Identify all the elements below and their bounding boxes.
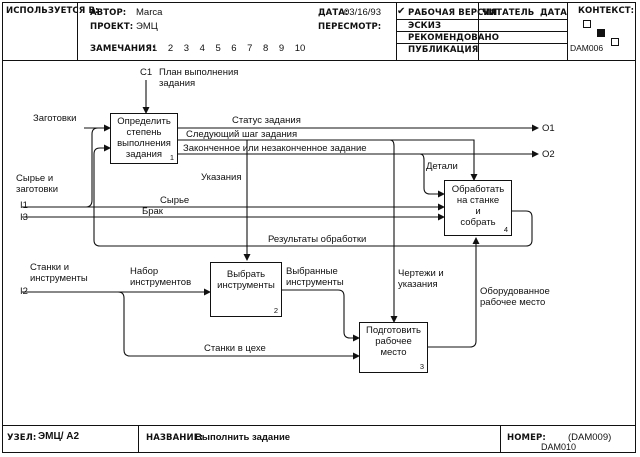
notes-label: ЗАМЕЧАНИЯ: — [90, 44, 156, 54]
raw-label: Сырье — [160, 195, 190, 206]
next-step-label: Следующий шаг задания — [186, 129, 298, 140]
machines-label: инструменты — [30, 273, 88, 284]
arrow-next-step — [178, 139, 478, 181]
check-mark-icon: ✔ — [397, 6, 406, 17]
activity-box-1[interactable]: Определить степень выполнения задания 1 — [110, 113, 178, 164]
footer-top-line — [2, 425, 636, 426]
number-value: (DAM009) — [568, 432, 612, 443]
activity-box-1-line: степень — [126, 127, 162, 138]
reader-date-label: ДАТА — [540, 8, 567, 18]
activity-box-1-number: 1 — [169, 153, 174, 162]
status-row-line — [396, 19, 567, 20]
selected-tools-label: инструменты — [286, 277, 344, 288]
arrow-results — [93, 144, 533, 247]
drawings-label: Чертежи и — [398, 268, 444, 279]
context-label: КОНТЕКСТ: — [578, 6, 635, 16]
arrow-equipped — [428, 237, 480, 348]
activity-box-2[interactable]: Выбрать инструменты 2 — [210, 262, 282, 317]
arrow-details — [419, 153, 445, 198]
activity-box-3-line: Подготовить — [366, 325, 421, 336]
raw-blanks-label: Сырье и — [16, 173, 54, 184]
arrow-shop-machines — [117, 291, 360, 360]
notes-list: 1 2 3 4 5 6 7 8 9 10 — [152, 43, 306, 54]
equipped-label: Оборудованное — [480, 286, 550, 297]
number-sub: DAM010 — [541, 442, 577, 452]
footer-divider — [500, 425, 501, 453]
activity-box-3[interactable]: Подготовить рабочее место 3 — [359, 322, 428, 373]
date-value: 03/16/93 — [344, 7, 381, 18]
context-node-icon — [583, 20, 591, 28]
i1-code: I1 — [20, 200, 28, 211]
status-label: Статус задания — [232, 115, 301, 126]
status-row-line — [396, 43, 567, 44]
selected-tools-label: Выбранные — [286, 266, 338, 277]
arrow-selected-tools — [282, 289, 360, 342]
author-label: АВТОР: — [90, 8, 127, 18]
o1-code: O1 — [542, 123, 555, 134]
activity-box-4-line: и — [475, 206, 481, 217]
header-bottom-line — [2, 60, 636, 61]
toolset-label: инструментов — [130, 277, 192, 288]
footer-divider — [138, 425, 139, 453]
toolset-label: Набор — [130, 266, 159, 277]
activity-box-3-line: рабочее — [375, 336, 412, 347]
activity-box-2-line: Выбрать — [226, 269, 266, 280]
c1-label: План выполнения — [159, 67, 239, 78]
activity-box-1-line: Определить — [117, 116, 171, 127]
status-row-line — [396, 31, 567, 32]
review-label: ПЕРЕСМОТР: — [318, 22, 382, 32]
project-label: ПРОЕКТ: — [90, 22, 134, 32]
i3-code: I3 — [20, 212, 28, 223]
instructions-label: Указания — [201, 172, 242, 183]
drawings-label: указания — [398, 279, 438, 290]
c1-label: задания — [159, 78, 196, 89]
activity-box-2-number: 2 — [273, 306, 278, 315]
reader-label: ЧИТАТЕЛЬ — [482, 8, 535, 18]
number-label: НОМЕР: — [507, 433, 546, 443]
activity-box-4-line: на станке — [456, 195, 500, 206]
activity-box-4-line: собрать — [460, 217, 496, 228]
machines-label: Станки и — [30, 262, 70, 273]
results-label: Результаты обработки — [268, 234, 367, 245]
arrow-drawings — [389, 139, 398, 323]
activity-box-4-number: 4 — [503, 225, 508, 234]
header-divider — [77, 2, 78, 61]
status-recommended: РЕКОМЕНДОВАНО — [408, 33, 500, 43]
context-current-node-icon — [597, 29, 605, 37]
i2-code: I2 — [20, 286, 28, 297]
blanks-label: Заготовки — [33, 113, 77, 124]
used-in-label: ИСПОЛЬЗУЕТСЯ В: — [6, 6, 99, 16]
date-label: ДАТА: — [318, 8, 349, 18]
project-value: ЭМЦ — [136, 21, 158, 32]
o2-code: O2 — [542, 149, 555, 160]
defect-label: Брак — [142, 206, 163, 217]
author-value: Marca — [136, 7, 163, 18]
c1-code: C1 — [140, 67, 153, 78]
status-published: ПУБЛИКАЦИЯ — [408, 45, 479, 55]
activity-box-1-line: задания — [125, 149, 163, 160]
arrow-i1-branch — [85, 127, 99, 208]
activity-box-4-line: Обработать — [451, 184, 505, 195]
activity-box-2-line: инструменты — [217, 280, 275, 291]
status-working: РАБОЧАЯ ВЕРСИЯ — [408, 8, 498, 18]
diagram-frame — [2, 2, 636, 453]
activity-box-3-line: место — [380, 347, 407, 358]
diagram-title: Выполнить задание — [195, 432, 291, 443]
activity-box-4[interactable]: Обработать на станке и собрать 4 — [444, 180, 512, 236]
title-label: НАЗВАНИЕ: — [146, 433, 204, 443]
status-draft: ЭСКИЗ — [408, 21, 442, 31]
node-value: ЭМЦ/ A2 — [38, 431, 80, 442]
context-node-icon — [611, 38, 619, 46]
header-divider — [567, 2, 568, 61]
activity-box-3-number: 3 — [419, 362, 424, 371]
activity-box-1-line: выполнения — [117, 138, 171, 149]
details-label: Детали — [426, 161, 458, 172]
context-id: DAM006 — [570, 43, 604, 53]
completed-label: Законченное или незаконченное задание — [183, 143, 367, 154]
raw-blanks-label: заготовки — [16, 184, 59, 195]
equipped-label: рабочее место — [480, 297, 546, 308]
node-label: УЗЕЛ: — [7, 433, 37, 443]
shop-machines-label: Станки в цехе — [204, 343, 266, 354]
